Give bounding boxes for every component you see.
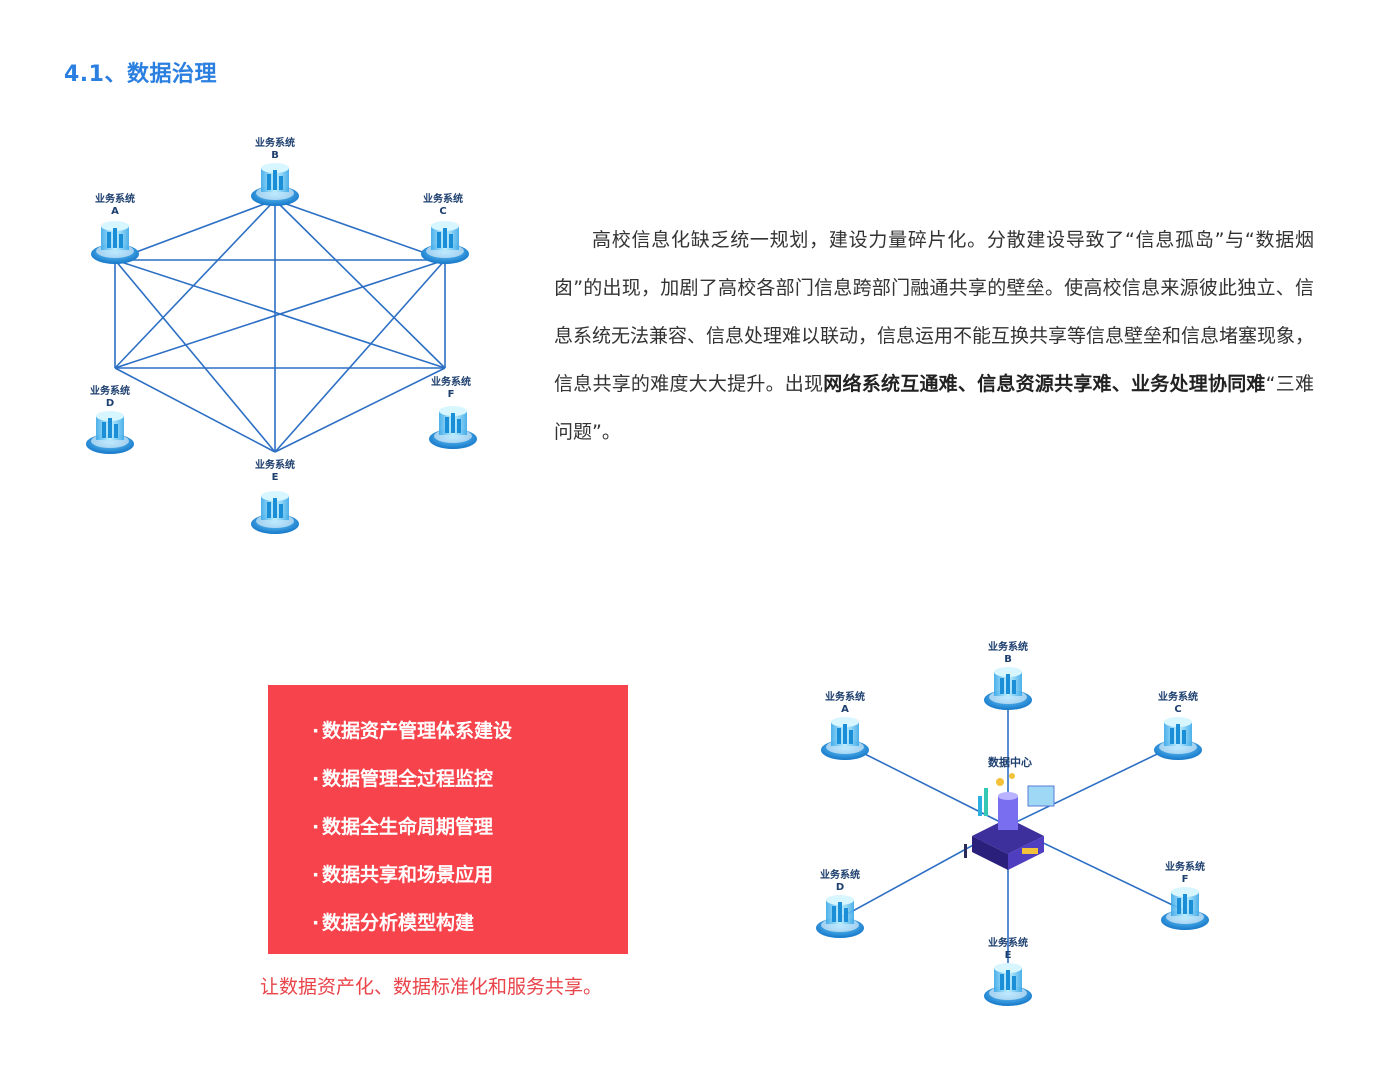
star-network-diagram: 数据中心 业务系统 A 业务系统 B 业务系统 C 业务系统 D xyxy=(816,640,1209,1006)
mesh-node-a-letter: A xyxy=(111,206,119,217)
star-node-a: 业务系统 A xyxy=(821,690,869,760)
mesh-node-e: 业务系统 E xyxy=(251,458,299,534)
star-node-b: 业务系统 B xyxy=(984,640,1032,710)
bullet-icon: · xyxy=(312,912,320,934)
server-icon xyxy=(1161,887,1209,930)
mesh-node-a-label: 业务系统 xyxy=(95,192,135,205)
star-node-f: 业务系统 F xyxy=(1161,860,1209,930)
mesh-node-a: 业务系统 A xyxy=(91,192,139,264)
star-node-c: 业务系统 C xyxy=(1154,690,1202,760)
list-item: ·数据分析模型构建 xyxy=(312,899,628,947)
mesh-node-c-label: 业务系统 xyxy=(423,192,463,205)
data-center-label: 数据中心 xyxy=(988,755,1032,769)
mesh-node-d-label: 业务系统 xyxy=(90,384,130,397)
governance-list: ·数据资产管理体系建设 ·数据管理全过程监控 ·数据全生命周期管理 ·数据共享和… xyxy=(268,685,628,947)
paragraph-text-2: “三难问题”。 xyxy=(554,373,1314,443)
server-icon xyxy=(816,895,864,938)
server-icon xyxy=(421,221,469,264)
server-icon xyxy=(251,491,299,534)
star-node-d-label: 业务系统 xyxy=(820,868,860,881)
mesh-node-c: 业务系统 C xyxy=(421,192,469,264)
star-node-b-letter: B xyxy=(1004,654,1012,665)
mesh-node-b: 业务系统 B xyxy=(251,136,299,206)
star-node-a-letter: A xyxy=(841,704,849,715)
list-item: ·数据共享和场景应用 xyxy=(312,851,628,899)
bullet-icon: · xyxy=(312,816,320,838)
mesh-node-f-letter: F xyxy=(448,389,455,400)
caption: 让数据资产化、数据标准化和服务共享。 xyxy=(260,976,603,998)
server-icon xyxy=(984,963,1032,1006)
list-item: ·数据全生命周期管理 xyxy=(312,803,628,851)
paragraph-bold-text: 网络系统互通难、信息资源共享难、业务处理协同难 xyxy=(823,373,1266,395)
governance-items-panel: ·数据资产管理体系建设 ·数据管理全过程监控 ·数据全生命周期管理 ·数据共享和… xyxy=(268,685,628,954)
star-node-d: 业务系统 D xyxy=(816,868,864,938)
bullet-icon: · xyxy=(312,720,320,742)
star-node-e: 业务系统 E xyxy=(984,936,1032,1006)
star-node-b-label: 业务系统 xyxy=(988,640,1028,653)
mesh-node-b-label: 业务系统 xyxy=(255,136,295,149)
server-icon xyxy=(251,163,299,206)
mesh-node-e-label: 业务系统 xyxy=(255,458,295,471)
star-node-e-letter: E xyxy=(1005,950,1012,961)
mesh-node-f: 业务系统 F xyxy=(429,375,477,449)
server-icon xyxy=(821,717,869,760)
bullet-icon: · xyxy=(312,864,320,886)
star-node-a-label: 业务系统 xyxy=(825,690,865,703)
star-node-c-label: 业务系统 xyxy=(1158,690,1198,703)
list-item: ·数据管理全过程监控 xyxy=(312,755,628,803)
bullet-icon: · xyxy=(312,768,320,790)
server-icon xyxy=(1154,717,1202,760)
server-icon xyxy=(984,667,1032,710)
star-node-d-letter: D xyxy=(836,882,844,893)
mesh-node-c-letter: C xyxy=(439,206,446,217)
mesh-node-f-label: 业务系统 xyxy=(431,375,471,388)
mesh-node-d-letter: D xyxy=(106,398,114,409)
star-node-f-letter: F xyxy=(1182,874,1189,885)
mesh-node-d: 业务系统 D xyxy=(86,384,134,454)
intro-paragraph: 高校信息化缺乏统一规划，建设力量碎片化。分散建设导致了“信息孤岛”与“数据烟囱”… xyxy=(554,216,1314,456)
paragraph-text-1: 高校信息化缺乏统一规划，建设力量碎片化。分散建设导致了“信息孤岛”与“数据烟囱”… xyxy=(554,229,1315,395)
list-item: ·数据资产管理体系建设 xyxy=(312,707,628,755)
mesh-network-diagram: 业务系统 A 业务系统 B 业务系统 C 业务系统 D 业务系统 E 业务系统 … xyxy=(86,136,477,534)
mesh-connection-lines xyxy=(114,199,446,453)
data-center: 数据中心 xyxy=(964,755,1055,870)
server-icon xyxy=(86,411,134,454)
section-title: 4.1、数据治理 xyxy=(64,62,217,87)
mesh-node-b-letter: B xyxy=(271,150,279,161)
mesh-node-e-letter: E xyxy=(272,472,279,483)
star-node-f-label: 业务系统 xyxy=(1165,860,1205,873)
star-node-c-letter: C xyxy=(1174,704,1181,715)
data-center-icon xyxy=(964,773,1055,870)
server-icon xyxy=(429,406,477,449)
server-icon xyxy=(91,221,139,264)
star-node-e-label: 业务系统 xyxy=(988,936,1028,949)
